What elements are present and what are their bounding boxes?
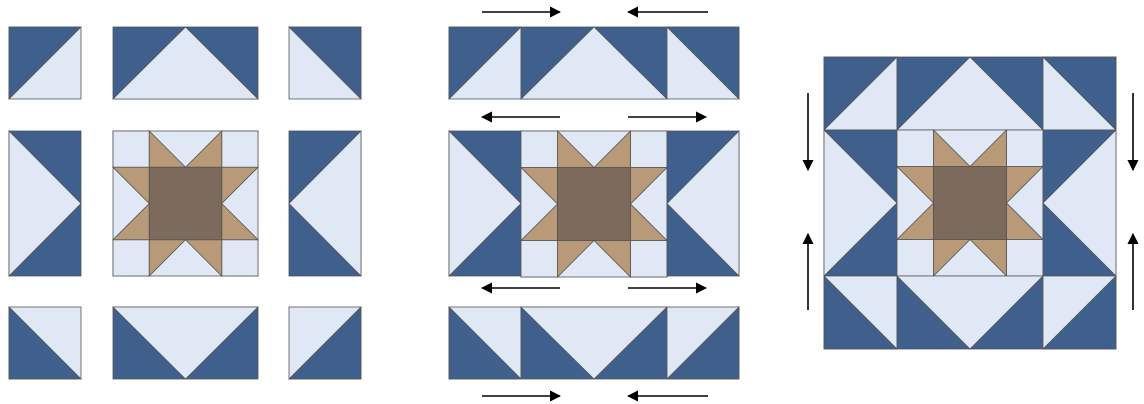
unit-center-star-center-square	[149, 167, 222, 240]
row1-left	[449, 27, 521, 99]
row2-right	[667, 131, 739, 276]
block-center-star-center-square	[934, 167, 1007, 240]
unit-middle-right	[289, 131, 361, 276]
block-corner-top-right	[1043, 57, 1116, 130]
block-goose-bottom	[897, 276, 1043, 349]
row3-right	[667, 307, 739, 379]
loose-units-layout	[9, 27, 361, 379]
sewn-rows-with-press-arrows	[449, 27, 739, 379]
row2-star-corner-square-3	[631, 241, 668, 278]
row2-star-corner-square-0	[521, 131, 558, 168]
row2-star-corner-square-1	[631, 131, 668, 168]
row2-star-center-square	[558, 168, 631, 241]
block-goose-top	[897, 57, 1043, 130]
unit-top-center	[113, 27, 258, 99]
block-center-star-corner-square-2	[897, 240, 934, 277]
block-center-star-corner-square-1	[1007, 130, 1044, 167]
block-corner-bottom-left	[824, 276, 897, 349]
unit-center-star-corner-square-2	[113, 240, 149, 276]
unit-bottom-right	[289, 307, 361, 379]
row1-center	[521, 27, 667, 99]
row2-left	[449, 131, 521, 276]
row3-center	[521, 307, 667, 379]
row3-left	[449, 307, 521, 379]
row1-right	[667, 27, 739, 99]
block-goose-left	[824, 130, 897, 276]
block-corner-top-left	[824, 57, 897, 130]
unit-top-left	[9, 27, 81, 99]
unit-center-star-corner-square-0	[113, 131, 149, 167]
block-center-star-corner-square-3	[1007, 240, 1044, 277]
block-center-star-corner-square-0	[897, 130, 934, 167]
row2-star	[521, 131, 667, 277]
unit-center-star	[113, 131, 258, 276]
block-goose-right	[1043, 130, 1116, 276]
row2-star-corner-square-2	[521, 241, 558, 278]
unit-bottom-center	[113, 307, 258, 379]
unit-middle-left	[9, 131, 81, 276]
block-corner-bottom-right	[1043, 276, 1116, 349]
unit-center-star-corner-square-1	[222, 131, 258, 167]
unit-center-star-corner-square-3	[222, 240, 258, 276]
unit-bottom-left	[9, 307, 81, 379]
unit-top-right	[289, 27, 361, 99]
finished-sawtooth-star-block	[824, 57, 1116, 349]
block-center-star	[897, 130, 1043, 276]
